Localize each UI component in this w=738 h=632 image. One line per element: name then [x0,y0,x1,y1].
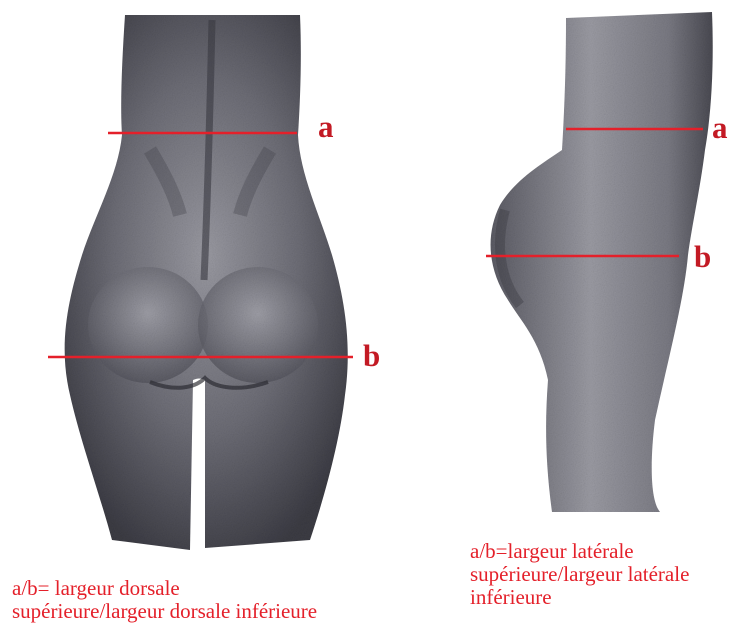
back-caption-line-2: supérieure/largeur dorsale inférieure [12,600,317,623]
right-glute [198,267,318,383]
side-view-caption: a/b=largeur latérale supérieure/largeur … [470,540,689,609]
side-view-silhouette [491,12,713,512]
side-view-figure [491,12,713,512]
left-glute [88,267,208,383]
back-view-silhouette [65,15,348,550]
side-caption-line-2: supérieure/largeur latérale [470,563,689,586]
side-marker-b: b [694,241,711,272]
side-caption-line-3: inférieure [470,586,689,609]
side-caption-line-1: a/b=largeur latérale [470,540,689,563]
back-caption-line-1: a/b= largeur dorsale [12,577,317,600]
side-marker-a: a [712,112,728,143]
back-marker-b: b [363,340,380,371]
back-view-figure [65,15,348,550]
back-marker-a: a [318,111,334,142]
back-view-caption: a/b= largeur dorsale supérieure/largeur … [12,577,317,623]
